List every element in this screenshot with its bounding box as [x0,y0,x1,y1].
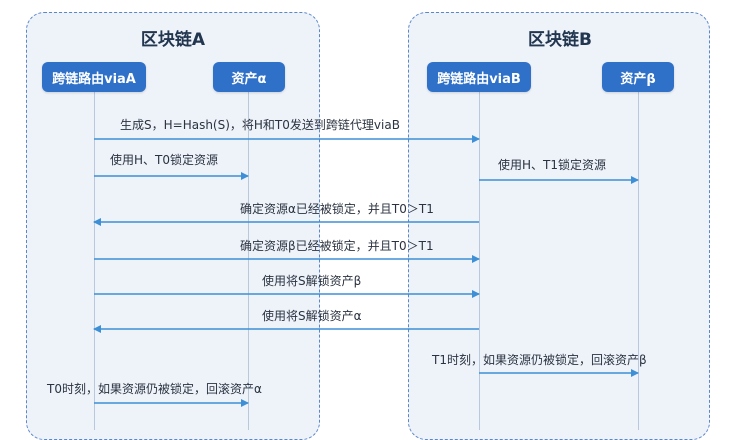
blockchain-b-title: 区块链B [528,30,592,50]
router-a-box: 跨链路由viaA [42,62,146,92]
message-label-8: T1时刻，如果资源仍被锁定，回滚资产β [432,353,647,367]
asset-a-box: 资产α [213,62,285,92]
lifeline-router-a [94,90,95,430]
message-label-1: 生成S，H=Hash(S)，将H和T0发送到跨链代理viaB [120,118,400,132]
lifeline-asset-b [638,90,639,430]
message-label-6: 使用将S解锁资产β [262,274,362,288]
message-label-2: 使用H、T0锁定资源 [110,153,218,167]
message-label-3: 使用H、T1锁定资源 [498,158,606,172]
message-label-4: 确定资源α已经被锁定，并且T0＞T1 [240,202,434,216]
asset-b-box: 资产β [602,62,674,92]
router-b-box: 跨链路由viaB [427,62,531,92]
blockchain-a-title: 区块链A [140,30,206,50]
message-label-5: 确定资源β已经被锁定，并且T0＞T1 [240,239,434,253]
lifeline-asset-a [248,90,249,430]
message-label-7: 使用将S解锁资产α [262,309,362,323]
message-label-9: T0时刻，如果资源仍被锁定，回滚资产α [47,382,262,396]
